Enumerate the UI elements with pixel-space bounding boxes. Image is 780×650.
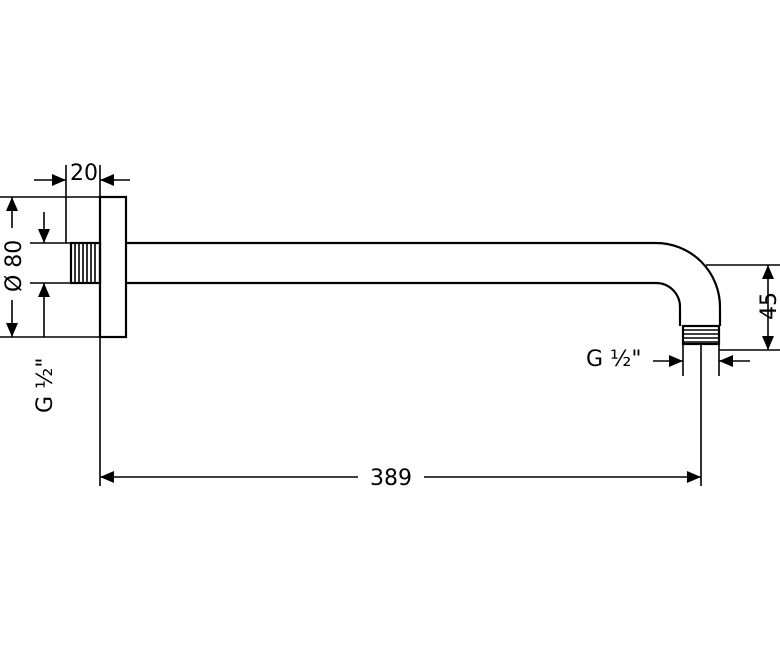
flange-thickness-label: 20 <box>70 161 98 186</box>
inlet-thread-connector <box>69 241 102 285</box>
outlet-thread-connector <box>681 324 721 346</box>
dimension-inlet-thread: G ½" <box>30 212 71 413</box>
dimension-arm-length: 389 <box>99 337 702 491</box>
arm-length-label: 389 <box>370 466 412 491</box>
inlet-thread-label: G ½" <box>33 358 58 413</box>
shower-arm <box>126 241 722 326</box>
dimension-drop-height: 45 <box>706 264 780 351</box>
flange-diameter-label: Ø 80 <box>2 240 27 292</box>
drop-height-label: 45 <box>757 292 780 320</box>
dimension-flange-diameter: Ø 80 <box>0 196 100 338</box>
dimension-outlet-thread: G ½" <box>586 344 750 376</box>
dimension-flange-thickness: 20 <box>34 161 130 243</box>
wall-flange <box>98 195 128 339</box>
outlet-thread-label: G ½" <box>586 347 641 372</box>
